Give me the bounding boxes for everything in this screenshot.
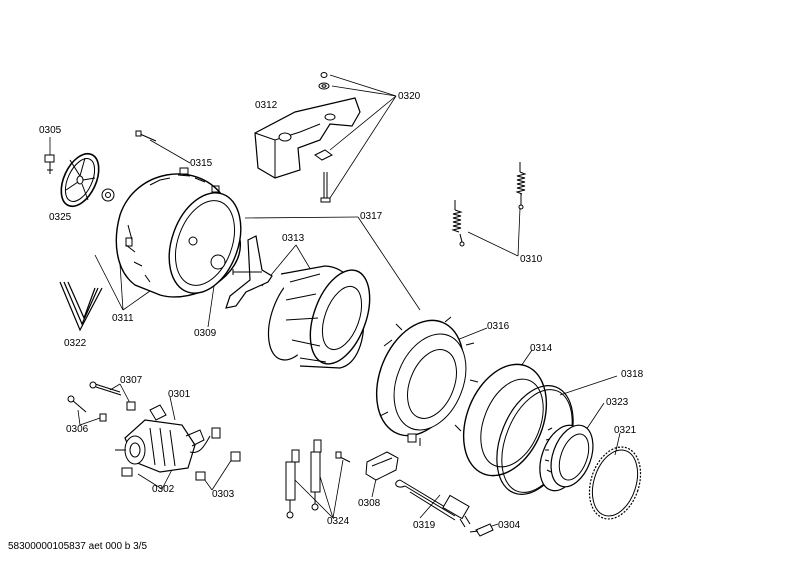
- label-0315: 0315: [190, 158, 213, 169]
- part-0316-front-tub: [360, 307, 479, 448]
- part-0320-hardware: [315, 73, 332, 203]
- label-0323: 0323: [606, 397, 629, 408]
- part-nut: [102, 189, 114, 201]
- part-0325-pulley: [54, 148, 107, 212]
- part-screw-0315: [136, 131, 156, 141]
- part-0307-0306-screws: [68, 382, 135, 421]
- label-0320: 0320: [398, 91, 421, 102]
- label-0317: 0317: [360, 211, 383, 222]
- label-0321: 0321: [614, 425, 637, 436]
- part-0314-ring: [448, 352, 562, 488]
- part-0309-spider: [226, 236, 272, 308]
- leader-lines: [50, 75, 620, 529]
- part-0303-screws: [196, 452, 240, 480]
- label-0301: 0301: [168, 389, 191, 400]
- label-0305: 0305: [39, 125, 62, 136]
- label-0322: 0322: [64, 338, 87, 349]
- part-0305-bolt: [45, 155, 54, 174]
- part-0319-heater: [396, 480, 470, 527]
- label-0302: 0302: [152, 484, 175, 495]
- label-0308: 0308: [358, 498, 381, 509]
- label-0324: 0324: [327, 516, 350, 527]
- label-0310: 0310: [520, 254, 543, 265]
- label-0313: 0313: [282, 233, 305, 244]
- label-0309: 0309: [194, 328, 217, 339]
- part-0322-belt: [60, 282, 102, 330]
- part-0324-shocks: [286, 440, 350, 518]
- label-0304: 0304: [498, 520, 521, 531]
- part-0312-counterweight: [255, 98, 360, 178]
- label-0314: 0314: [530, 343, 553, 354]
- part-0310-springs: [453, 162, 525, 246]
- part-0308-clip: [366, 452, 398, 480]
- label-0303: 0303: [212, 489, 235, 500]
- label-0312: 0312: [255, 100, 278, 111]
- part-0321-ring: [581, 440, 650, 525]
- label-0306: 0306: [66, 424, 89, 435]
- label-0325: 0325: [49, 212, 72, 223]
- drawing-reference-footer: 58300000105837 aet 000 b 3/5: [8, 541, 148, 552]
- label-0307: 0307: [120, 375, 143, 386]
- part-0301-motor: [115, 405, 220, 476]
- part-0323-sleeve: [532, 419, 601, 497]
- label-0319: 0319: [413, 520, 436, 531]
- part-0311-rear-tub: [116, 168, 253, 303]
- label-0316: 0316: [487, 321, 510, 332]
- label-0318: 0318: [621, 369, 644, 380]
- part-0304-sensor: [470, 524, 493, 536]
- part-0313-drum: [258, 262, 381, 372]
- label-0311: 0311: [112, 313, 134, 324]
